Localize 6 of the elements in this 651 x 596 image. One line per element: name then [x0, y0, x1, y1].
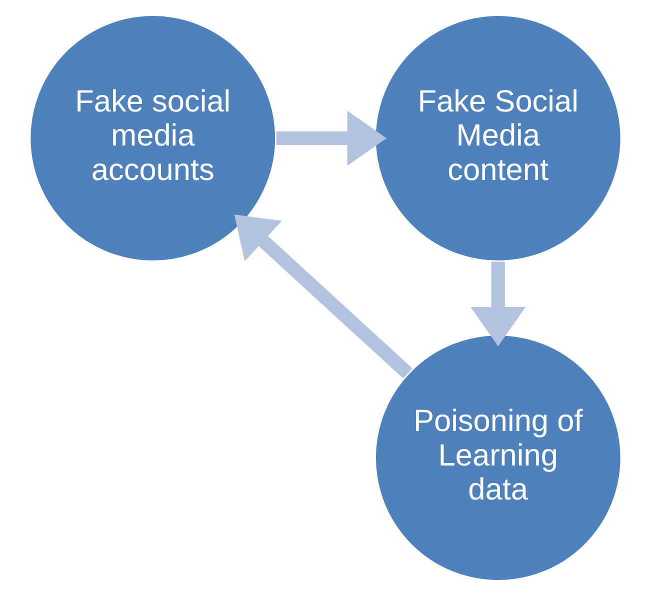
node-circle: Fake social media accounts: [28, 14, 277, 262]
arrow: [234, 214, 412, 378]
node-circle: Fake Social Media content: [374, 14, 622, 262]
node-circle: Poisoning of Learning data: [374, 334, 622, 582]
arrow: [276, 110, 387, 166]
arrow: [470, 262, 526, 346]
